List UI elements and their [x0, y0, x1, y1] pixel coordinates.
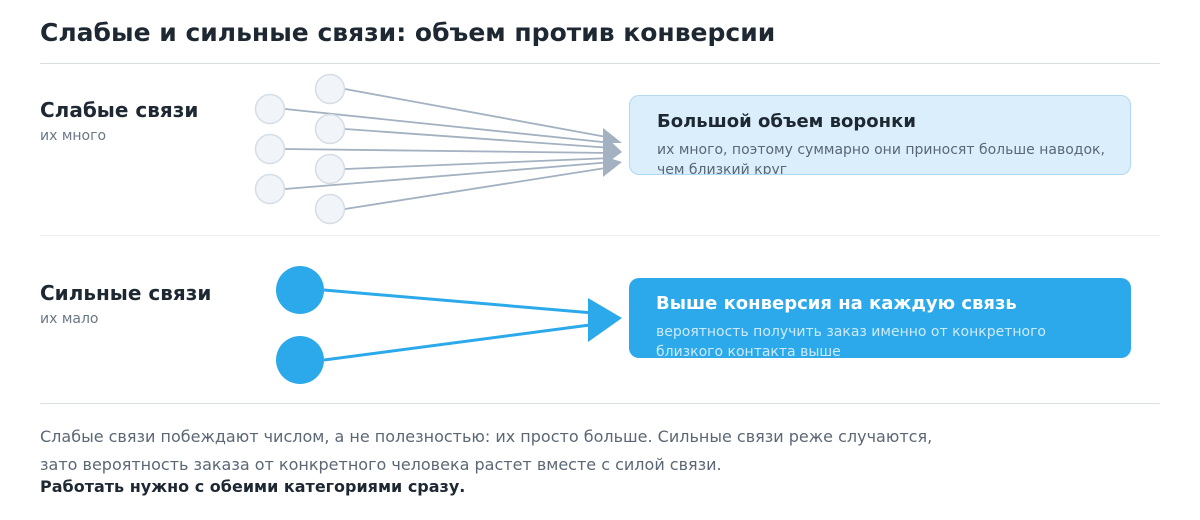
funnel-volume-title: Большой объем воронки: [657, 111, 916, 132]
weak-tie-line: [284, 161, 613, 190]
strong-tie-line: [323, 288, 606, 316]
top-divider: [40, 63, 1160, 64]
summary-conclusion: Работать нужно с обеими категориями сраз…: [40, 477, 466, 496]
strong-tie-node: [276, 266, 324, 314]
weak-tie-node: [314, 193, 346, 225]
weak-ties-sublabel: их много: [40, 128, 107, 144]
conversion-description: вероятность получить заказ именно от кон…: [656, 324, 1046, 358]
weak-tie-line: [344, 157, 613, 170]
bottom-divider: [40, 403, 1160, 404]
weak-tie-line: [284, 108, 613, 144]
strong-tie-node: [276, 336, 324, 384]
funnel-volume-description: их много, поэтому суммарно они приносят …: [657, 142, 1105, 175]
weak-tie-line: [344, 88, 613, 139]
weak-tie-node: [314, 73, 346, 105]
weak-arrowhead: [603, 156, 622, 177]
strong-arrowhead: [588, 298, 622, 342]
weak-tie-node: [314, 113, 346, 145]
middle-divider: [40, 235, 1160, 236]
weak-tie-line: [284, 148, 613, 154]
weak-ties-label: Слабые связи: [40, 98, 199, 122]
diagram-title: Слабые и сильные связи: объем против кон…: [40, 18, 776, 47]
strong-tie-line: [323, 321, 606, 362]
summary-text: Слабые связи побеждают числом, а не поле…: [40, 427, 933, 474]
conversion-title: Выше конверсия на каждую связь: [656, 293, 1017, 314]
strong-ties-sublabel: их мало: [40, 311, 99, 327]
weak-tie-line: [344, 128, 613, 149]
weak-tie-node: [254, 133, 286, 165]
funnel-volume-box: Большой объем воронки их много, поэтому …: [629, 95, 1131, 175]
weak-tie-node: [254, 93, 286, 125]
weak-tie-node: [254, 173, 286, 205]
strong-ties-label: Сильные связи: [40, 281, 212, 305]
weak-tie-line: [344, 166, 613, 210]
conversion-box: Выше конверсия на каждую связь вероятнос…: [629, 278, 1131, 358]
weak-tie-node: [314, 153, 346, 185]
